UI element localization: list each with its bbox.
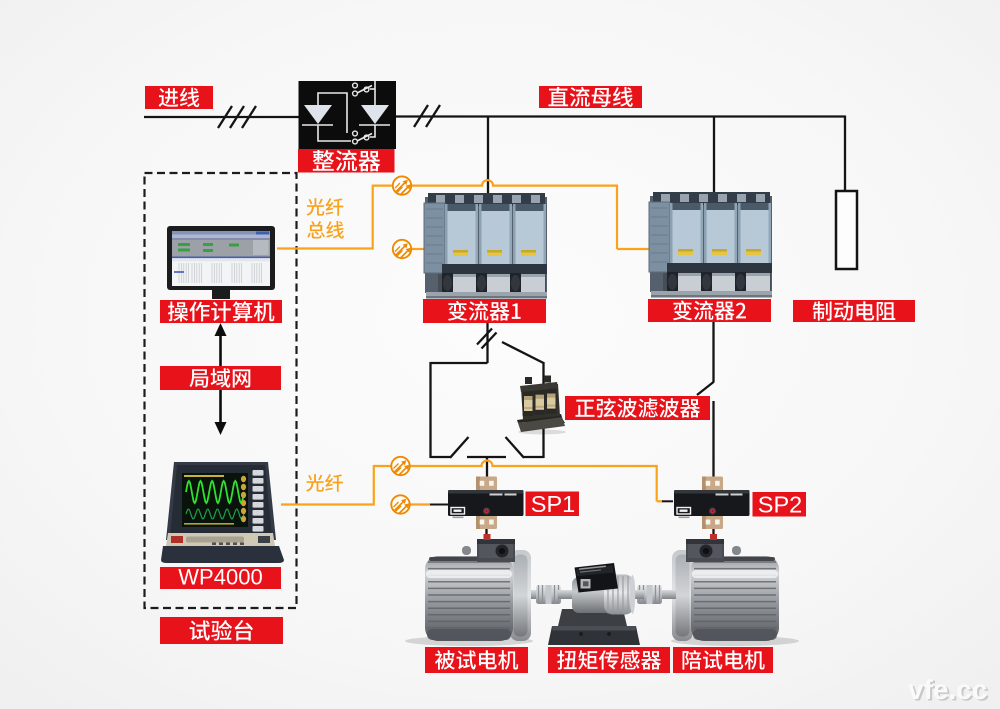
svg-text:vfe.cc: vfe.cc xyxy=(908,674,987,705)
svg-text:WP4000: WP4000 xyxy=(178,565,262,590)
svg-text:vfe.cc: vfe.cc xyxy=(910,676,989,707)
svg-text:SP2: SP2 xyxy=(758,491,802,517)
svg-text:SP1: SP1 xyxy=(531,491,575,517)
